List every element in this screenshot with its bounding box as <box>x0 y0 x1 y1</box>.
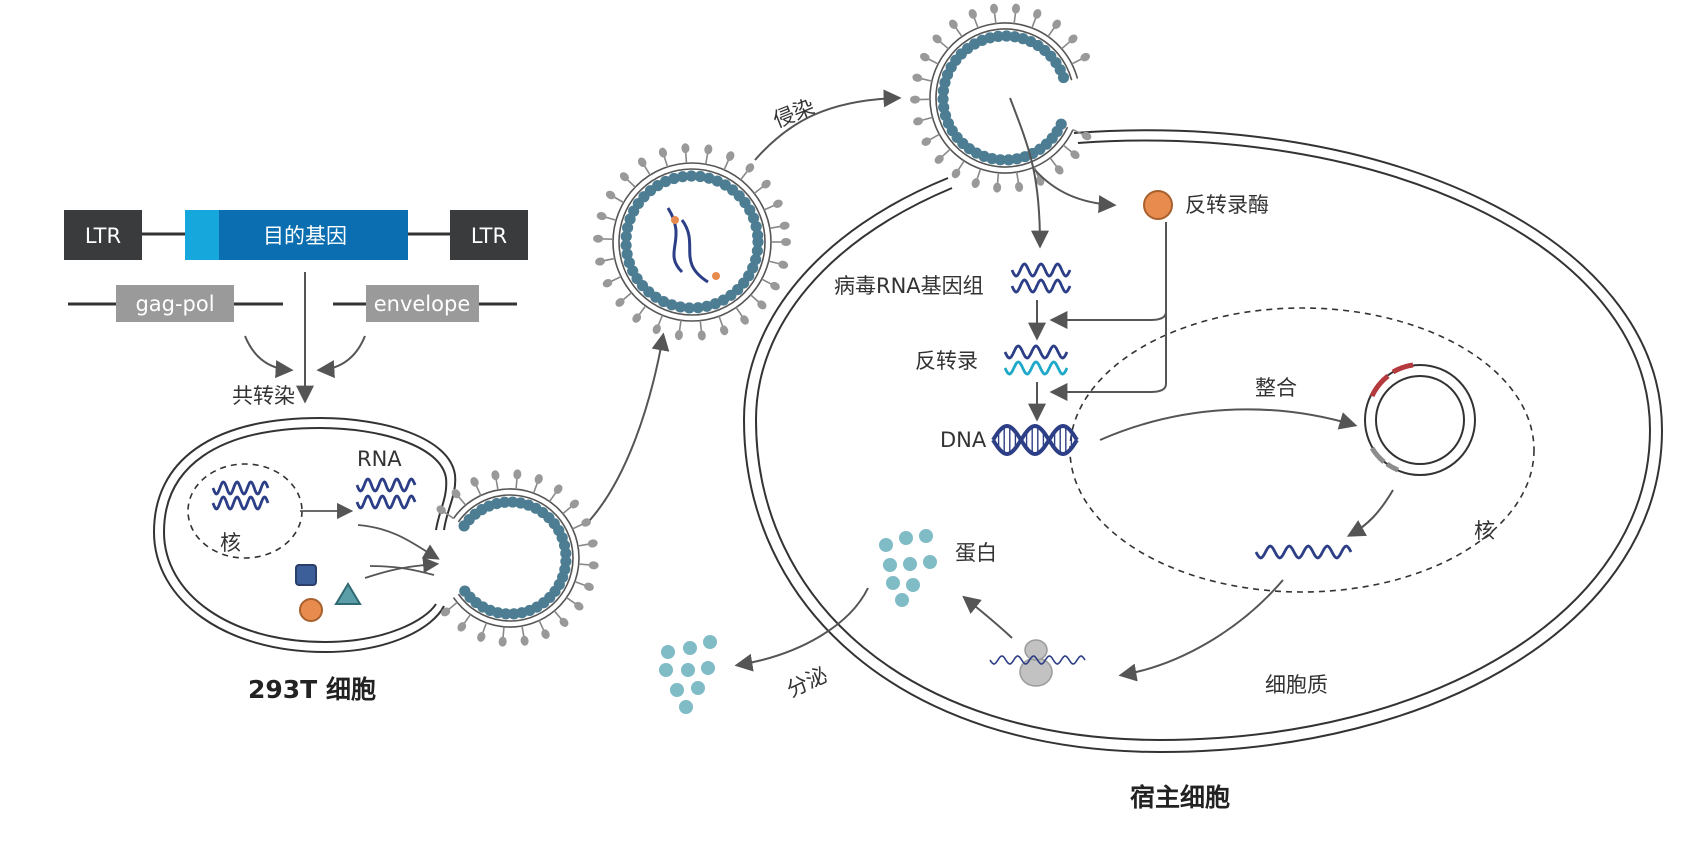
envelope-label: envelope <box>374 292 471 316</box>
enzyme-circle-icon <box>300 599 322 621</box>
rna-wave-cytoplasm <box>357 479 415 491</box>
integration-arrow <box>1100 409 1354 440</box>
transcription-arrow <box>1350 490 1393 535</box>
cotransfection-arrows <box>245 272 365 400</box>
protein-square-icon <box>296 565 316 585</box>
rna-wave-cytoplasm-2 <box>357 496 415 508</box>
rna-wave-nucleus <box>213 482 268 494</box>
host-chromosome <box>1365 365 1475 475</box>
reverse-transcription-label: 反转录 <box>915 349 978 373</box>
viral-rna-wave <box>1012 264 1070 276</box>
host-cell <box>744 130 1662 752</box>
envelope-plasmid: envelope <box>333 285 517 322</box>
protein-cluster <box>879 529 937 607</box>
protein-triangle-icon <box>336 584 360 604</box>
secretion-label: 分泌 <box>783 663 831 703</box>
mrna-wave <box>1256 546 1351 558</box>
dna-label: DNA <box>940 428 987 452</box>
host-cell-title: 宿主细胞 <box>1130 783 1230 812</box>
free-virus <box>593 143 791 341</box>
ltr-right-label: LTR <box>471 224 507 248</box>
target-gene-label: 目的基因 <box>263 224 347 248</box>
protein-label: 蛋白 <box>955 541 997 565</box>
cytoplasm-label: 细胞质 <box>1265 673 1328 697</box>
nucleus-293t-label: 核 <box>220 531 241 555</box>
packaging-plasmid: gag-pol <box>68 285 283 322</box>
release-arrow <box>590 336 663 520</box>
viral-rna-genome-label: 病毒RNA基因组 <box>834 274 984 298</box>
cell-293t-arrows <box>300 511 437 578</box>
gag-pol-label: gag-pol <box>135 292 214 316</box>
enzyme-arrows <box>1053 222 1166 392</box>
transfer-plasmid: LTR 目的基因 LTR <box>64 210 528 260</box>
integration-label: 整合 <box>1255 376 1297 400</box>
cell-293t-title: 293T 细胞 <box>248 675 376 704</box>
reverse-transcriptase-icon <box>1144 191 1172 219</box>
ltr-left-label: LTR <box>85 224 121 248</box>
budding-virus <box>435 469 599 647</box>
nucleus-293t <box>188 464 302 558</box>
host-nucleus <box>1070 308 1534 592</box>
reverse-transcriptase-label: 反转录酶 <box>1185 193 1269 217</box>
rt-wave-navy <box>1005 346 1067 358</box>
rna-label: RNA <box>357 447 402 471</box>
translation-arrow <box>965 598 1012 638</box>
host-nucleus-label: 核 <box>1474 519 1495 543</box>
rna-wave-nucleus-2 <box>213 497 268 509</box>
entering-virus <box>910 3 1093 193</box>
cotransfection-label: 共转染 <box>232 384 295 408</box>
secreted-protein-cluster <box>659 635 717 714</box>
rt-wave-cyan <box>1005 362 1067 374</box>
dna-helix-icon <box>993 426 1077 454</box>
export-arrow <box>1122 580 1283 675</box>
